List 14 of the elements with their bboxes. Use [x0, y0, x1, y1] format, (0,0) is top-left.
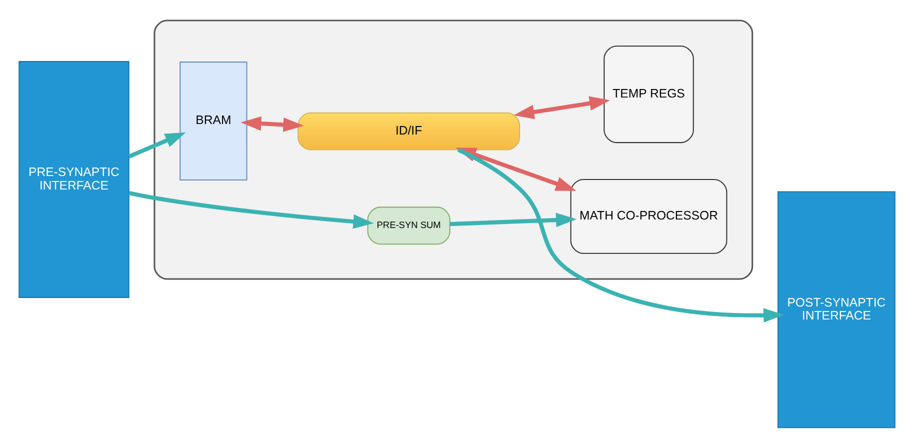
arrow	[514, 96, 610, 120]
arrow	[457, 148, 784, 322]
node-box: PRE-SYN SUM	[367, 206, 450, 245]
node-box: ID/IF	[298, 112, 520, 150]
arrow	[450, 212, 577, 228]
node-box: PRE-SYNAPTIC INTERFACE	[18, 61, 130, 298]
node-box: MATH CO-PROCESSOR	[570, 178, 728, 254]
arrow	[240, 116, 304, 132]
node-box: BRAM	[180, 62, 248, 181]
cluster	[154, 20, 754, 280]
node-box: POST-SYNAPTIC INTERFACE	[777, 191, 896, 428]
node-box: TEMP REGS	[604, 46, 694, 144]
arrow	[128, 190, 374, 229]
arrow	[128, 132, 186, 158]
